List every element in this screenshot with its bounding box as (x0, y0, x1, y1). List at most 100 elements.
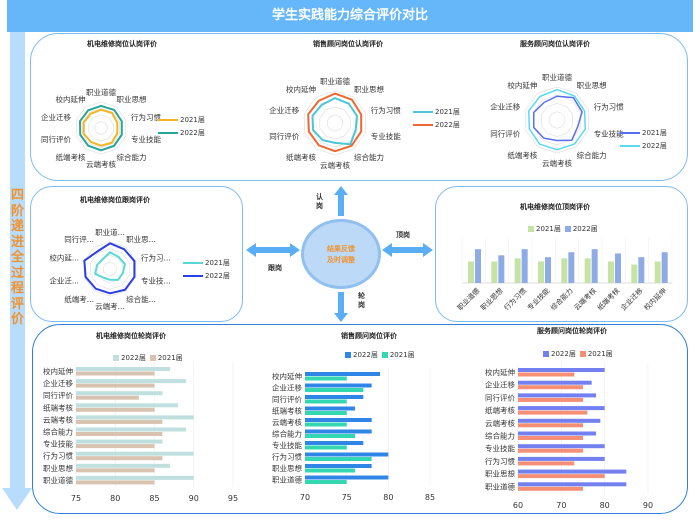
axis-label: 职业道... (95, 227, 125, 237)
chart-title: 销售顾问岗位认岗评价 (313, 40, 383, 48)
category-label: 云端考核 (272, 417, 302, 427)
axis-label: 企业迁移 (269, 105, 299, 115)
category-label: 专业技能 (485, 443, 515, 453)
legend-item: 2021届 (183, 256, 230, 269)
axis-label: 综合能力 (577, 150, 607, 160)
axis-label: 同行评价 (41, 134, 71, 144)
category-label: 企业迁移 (485, 380, 515, 390)
axis-label: 同行评... (64, 234, 94, 244)
axis-label: 专业技能 (371, 131, 401, 141)
tick-label: 85 (425, 493, 435, 502)
tick-label: 90 (643, 501, 653, 510)
axis-label: 职业道德 (320, 76, 350, 86)
category-label: 云端考核 (43, 414, 73, 424)
category-label: 综合能力 (43, 427, 73, 437)
axis-label: 云端考核 (542, 158, 572, 168)
axis-label: 同行评价 (490, 128, 520, 138)
chart-title: 机电维修岗位顶岗评价 (520, 203, 590, 211)
axis-label: 职业思想 (117, 94, 147, 104)
axis-label: 纸端考核 (286, 152, 316, 162)
legend-item: 2021届 (620, 126, 667, 139)
category-label: 行为习惯 (43, 451, 73, 461)
legend-item: 2022届 (620, 139, 667, 152)
axis-label: 职业思... (126, 234, 156, 244)
category-label: 职业思想 (43, 463, 73, 473)
tick-label: 70 (300, 493, 310, 502)
axis-label: 云端考... (95, 301, 125, 311)
legend-item: 2021届 (413, 105, 460, 118)
axis-label: 企业迁移 (490, 102, 520, 112)
axis-label: 专业技能 (594, 128, 624, 138)
chart-title: 机电维修岗位认岗评价 (87, 40, 157, 48)
axis-label: 纸端考核 (55, 152, 85, 162)
chart-title: 销售顾问岗位评价 (341, 332, 397, 340)
flow-label-left: 跟岗 (268, 264, 282, 272)
axis-label: 综合能力 (117, 152, 147, 162)
tick-label: 60 (513, 501, 523, 510)
radar-chart-service-renggang: 服务顾问岗位认岗评价职业道德职业思想行为习惯专业技能综合能力云端考核纸端考核同行… (480, 36, 690, 178)
page-title: 学生实践能力综合评价对比 (7, 0, 693, 32)
process-arrow-shaft (10, 32, 25, 492)
category-label: 纸端考核 (272, 406, 302, 416)
process-arrow-head-icon (2, 488, 32, 510)
axis-label: 行为习惯 (371, 105, 401, 115)
tick-label: 80 (383, 493, 393, 502)
category-label: 同行评价 (43, 390, 73, 400)
category-label: 纸端考核 (485, 405, 515, 415)
axis-label: 行为习惯 (131, 112, 161, 122)
axis-label: 行为习... (141, 253, 171, 263)
category-label: 行为习惯 (485, 456, 515, 466)
category-label: 专业技能 (272, 440, 302, 450)
legend-item: 2022届 (183, 269, 230, 282)
category-label: 职业思想 (485, 469, 515, 479)
axis-label: 职业道德 (86, 87, 116, 97)
feedback-hub: 结果反馈 及时调整 (301, 219, 381, 289)
axis-label: 同行评价 (269, 131, 299, 141)
category-label: 综合能力 (485, 431, 515, 441)
category-label: 综合能力 (272, 429, 302, 439)
category-label: 校内延伸 (272, 371, 302, 381)
radar-chart-electromech-renggang: 机电维修岗位认岗评价职业道德职业思想行为习惯专业技能综合能力云端考核纸端考核 同行… (35, 36, 250, 178)
panel-genggang (30, 186, 243, 322)
category-label: 行为习惯 (272, 452, 302, 462)
axis-label: 纸端考核 (507, 150, 537, 160)
axis-label: 职业思想 (354, 84, 384, 94)
flow-label-up: 认岗 (316, 193, 323, 210)
category-label: 纸端考核 (43, 402, 73, 412)
category-label: 云端考核 (485, 418, 515, 428)
axis-label: 专业技能 (131, 134, 161, 144)
arrow-right-icon (382, 243, 433, 257)
hub-line2: 及时调整 (327, 256, 355, 264)
axis-label: 综合能力 (354, 152, 384, 162)
tick-label: 75 (71, 494, 81, 503)
axis-label: 纸端考... (64, 294, 94, 304)
axis-label: 云端考核 (86, 159, 116, 169)
axis-label: 云端考核 (320, 160, 350, 170)
category-label: 同行评价 (272, 394, 302, 404)
axis-label: 校内延伸 (55, 94, 85, 104)
category-label: 校内延伸 (43, 366, 73, 376)
flow-label-right: 顶岗 (396, 231, 410, 239)
tick-label: 90 (189, 494, 199, 503)
axis-label: 综合能... (126, 294, 156, 304)
category-label: 专业技能 (43, 439, 73, 449)
tick-label: 95 (228, 494, 238, 503)
tick-label: 80 (600, 501, 610, 510)
legend-item: 2022届 (413, 118, 460, 131)
chart-title: 机电维修岗位轮岗评价 (96, 332, 166, 340)
chart-title: 机电维修岗位跟岗评价 (80, 196, 150, 204)
chart-title: 服务顾问岗位认岗评价 (520, 40, 590, 48)
axis-label: 职业思想 (577, 80, 607, 90)
category-label: 企业迁移 (43, 378, 73, 388)
arrow-left-icon (246, 243, 300, 257)
